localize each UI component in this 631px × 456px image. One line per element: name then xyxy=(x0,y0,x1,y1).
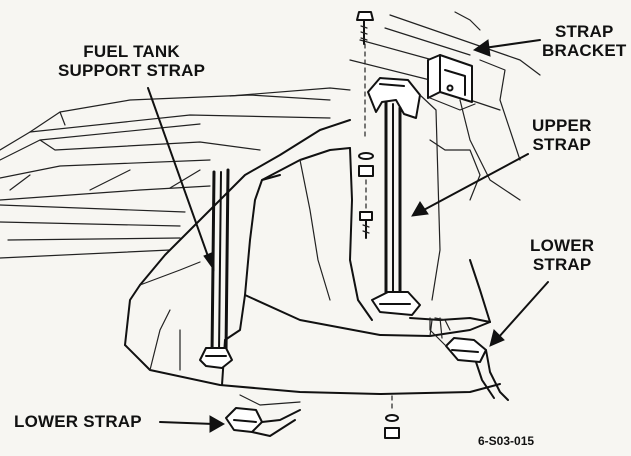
figure-code: 6-S03-015 xyxy=(478,434,535,448)
strap-bracket-part xyxy=(427,54,476,111)
strap-bracket-label: STRAP BRACKET xyxy=(542,22,627,60)
fuel-tank-support-strap-label-line-2: SUPPORT STRAP xyxy=(58,61,206,80)
lower-strap-right-label-line-2: STRAP xyxy=(532,255,592,274)
fuel-tank-support-strap-part xyxy=(199,168,233,369)
upper-strap-label-line-1: UPPER xyxy=(532,116,592,135)
fuel-tank xyxy=(124,119,501,395)
lower-strap-bottom-part xyxy=(225,394,301,437)
lower-strap-right-label: LOWER STRAP xyxy=(530,236,594,274)
callout-arrows xyxy=(147,39,549,433)
fuel-tank-support-strap-label: FUEL TANK SUPPORT STRAP xyxy=(58,42,205,80)
lower-strap-right-part xyxy=(429,317,509,401)
lower-strap-right-label-line-1: LOWER xyxy=(530,236,595,255)
strap-bracket-label-line-2: BRACKET xyxy=(542,41,627,60)
strap-bracket-label-line-1: STRAP xyxy=(554,22,614,41)
body-floor-lines xyxy=(0,87,351,259)
top-bolt xyxy=(356,11,374,141)
upper-fasteners xyxy=(358,152,374,239)
bottom-fasteners xyxy=(384,395,400,439)
upper-strap-label-line-2: STRAP xyxy=(532,135,592,154)
upper-strap-label: UPPER STRAP xyxy=(532,116,592,154)
lower-strap-bottom-label: LOWER STRAP xyxy=(14,412,142,431)
fuel-tank-support-strap-label-line-1: FUEL TANK xyxy=(83,42,180,61)
upper-strap-part xyxy=(367,77,441,316)
